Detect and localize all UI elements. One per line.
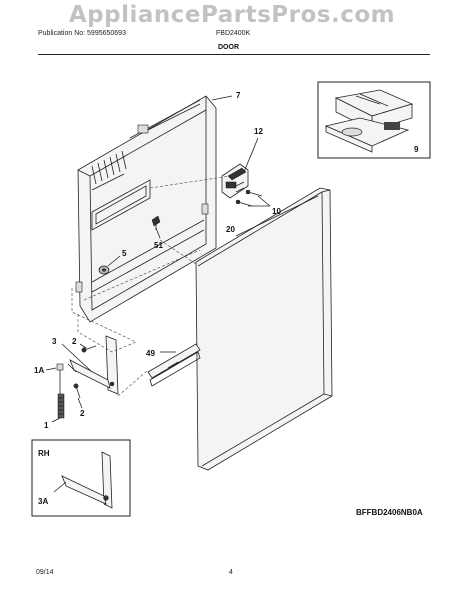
diagram-code: BFFBD2406NB0A xyxy=(356,508,423,517)
callout-rh: RH xyxy=(38,449,50,458)
header-rule xyxy=(38,54,430,55)
callout-20: 20 xyxy=(226,225,235,234)
door-latch-assembly xyxy=(221,163,249,199)
publication-number: Publication No: 5995650693 xyxy=(38,30,126,37)
screws-10 xyxy=(235,189,263,207)
outer-door-panel xyxy=(195,187,333,471)
callout-2-upper: 2 xyxy=(72,337,77,346)
callout-5: 5 xyxy=(122,249,127,258)
callout-12: 12 xyxy=(254,127,263,136)
callout-49: 49 xyxy=(146,349,155,358)
inset-dispenser xyxy=(317,81,431,159)
callout-1: 1 xyxy=(44,421,49,430)
inset-rh-hinge xyxy=(31,439,131,517)
screws-2 xyxy=(73,345,97,399)
callout-1a: 1A xyxy=(34,366,44,375)
callout-9: 9 xyxy=(414,145,419,154)
plug-5 xyxy=(98,265,110,275)
assembly-guide-lines xyxy=(71,175,231,397)
model-number: FBD2400K xyxy=(216,30,251,37)
watermark: AppliancePartsPros.com xyxy=(68,2,396,28)
section-title: DOOR xyxy=(218,44,239,51)
footer-page-number: 4 xyxy=(229,569,233,576)
hinge-spring xyxy=(56,363,65,419)
footer-date: 09/14 xyxy=(36,569,54,576)
callout-2-lower: 2 xyxy=(80,409,85,418)
callout-10: 10 xyxy=(272,207,281,216)
trim-strip-49 xyxy=(147,343,201,387)
callout-3a: 3A xyxy=(38,497,48,506)
inner-door-panel xyxy=(75,95,217,323)
callout-3: 3 xyxy=(52,337,57,346)
callout-7: 7 xyxy=(236,91,241,100)
callout-labels: 7 12 9 10 20 51 5 2 3 1A 49 2 1 RH 3A xyxy=(34,91,419,506)
leader-lines xyxy=(45,95,319,423)
callout-51: 51 xyxy=(154,241,163,250)
vent-slots xyxy=(91,150,127,191)
